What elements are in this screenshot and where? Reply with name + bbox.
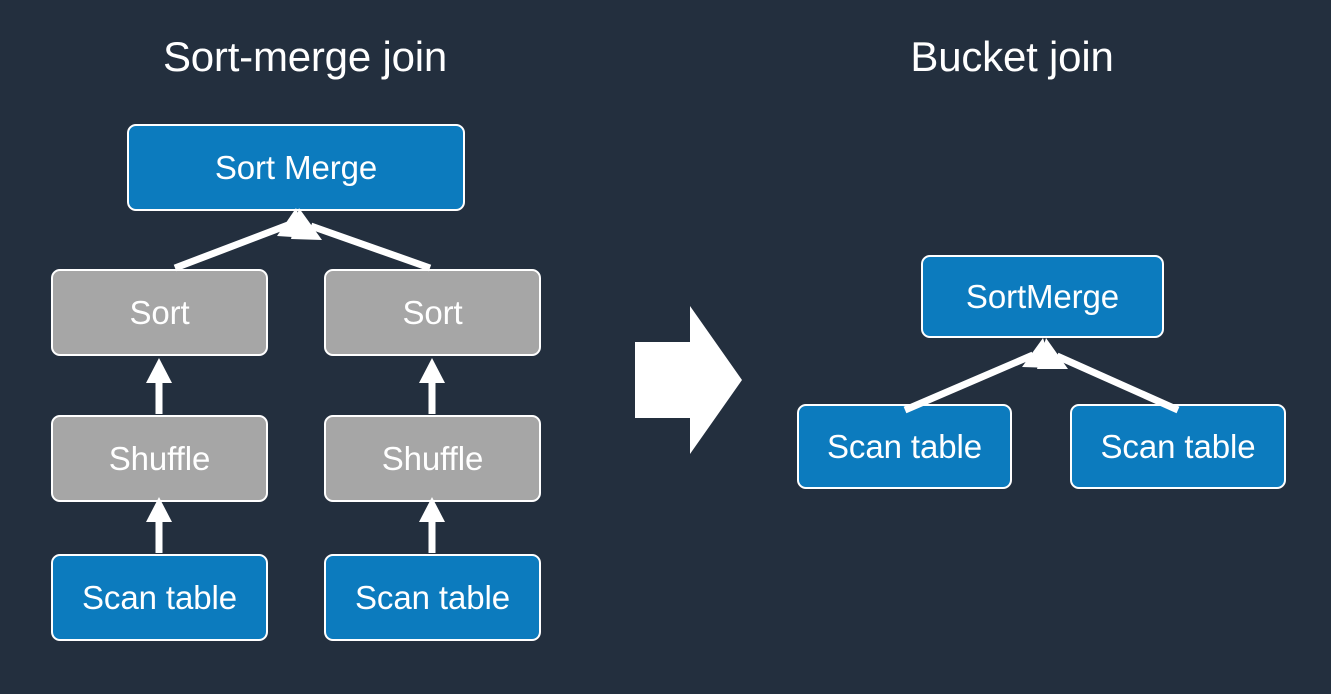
node-sort-left: Sort bbox=[51, 269, 268, 356]
node-bucket-sortmerge: SortMerge bbox=[921, 255, 1164, 338]
edge-sort-right-to-sort-merge bbox=[291, 208, 432, 272]
node-shuffle-left: Shuffle bbox=[51, 415, 268, 502]
edge-bucket-scan-left-to-sortmerge bbox=[903, 338, 1053, 414]
node-shuffle-right: Shuffle bbox=[324, 415, 541, 502]
panel-title-sort-merge-join: Sort-merge join bbox=[162, 33, 448, 80]
edge-scan-right-to-shuffle-right bbox=[419, 497, 445, 553]
edge-scan-left-to-shuffle-left bbox=[146, 497, 172, 553]
edge-sort-left-to-sort-merge bbox=[173, 208, 308, 272]
edge-shuffle-right-to-sort-right bbox=[419, 358, 445, 414]
panel-title-bucket-join: Bucket join bbox=[910, 33, 1114, 80]
node-bucket-scan-table-left: Scan table bbox=[797, 404, 1012, 489]
node-scan-table-right: Scan table bbox=[324, 554, 541, 641]
edge-bucket-scan-right-to-sortmerge bbox=[1037, 338, 1180, 414]
node-sort-right: Sort bbox=[324, 269, 541, 356]
node-scan-table-left: Scan table bbox=[51, 554, 268, 641]
right-block-arrow-icon bbox=[635, 306, 742, 454]
node-sort-merge: Sort Merge bbox=[127, 124, 465, 211]
node-bucket-scan-table-right: Scan table bbox=[1070, 404, 1286, 489]
edge-shuffle-left-to-sort-left bbox=[146, 358, 172, 414]
